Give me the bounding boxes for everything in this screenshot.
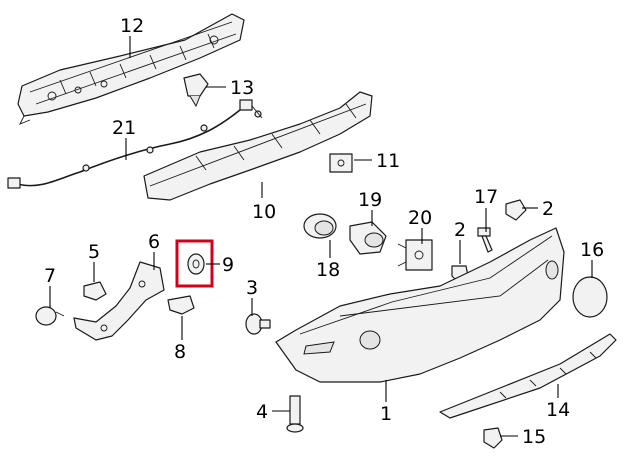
part-13-clip[interactable] (183, 73, 209, 108)
part-12-reinforcement[interactable] (17, 13, 245, 125)
part-19-sensor-retainer[interactable] (349, 221, 387, 255)
callout-19: 19 (358, 189, 382, 211)
part-20-bracket[interactable] (397, 239, 433, 271)
callout-16: 16 (580, 239, 604, 261)
part-3-push-pin[interactable] (245, 313, 271, 335)
callout-2-top: 2 (542, 198, 554, 220)
part-8-clip[interactable] (167, 295, 195, 315)
part-1-bumper-cover[interactable] (275, 227, 565, 383)
callout-20: 20 (408, 207, 432, 229)
callout-21: 21 (112, 117, 136, 139)
callout-10: 10 (252, 201, 276, 223)
callout-11: 11 (376, 150, 400, 172)
part-15-clip[interactable] (483, 427, 503, 449)
part-4-bolt[interactable] (286, 395, 304, 433)
callout-1: 1 (380, 403, 392, 425)
part-7-nut[interactable] (35, 306, 65, 326)
callout-4: 4 (256, 401, 268, 423)
callout-3: 3 (246, 277, 258, 299)
callout-13: 13 (230, 77, 254, 99)
part-6-bracket[interactable] (73, 261, 165, 341)
callout-9: 9 (222, 254, 234, 276)
callout-8: 8 (174, 341, 186, 363)
callout-14: 14 (546, 399, 570, 421)
callout-7: 7 (44, 265, 56, 287)
part-14-valance[interactable] (439, 333, 617, 419)
part-18-sensor[interactable] (303, 213, 337, 239)
callout-17: 17 (474, 186, 498, 208)
callout-12: 12 (120, 15, 144, 37)
part-21-wiring-harness[interactable] (7, 99, 263, 189)
part-17-bolt[interactable] (477, 227, 493, 253)
part-10-energy-absorber[interactable] (143, 91, 373, 201)
part-2-clip-top[interactable] (505, 199, 527, 221)
part-11-nut-clip[interactable] (329, 153, 353, 173)
leader-lines (49, 36, 593, 437)
part-5-clip[interactable] (83, 281, 107, 301)
callout-2-mid: 2 (454, 219, 466, 241)
callout-15: 15 (522, 426, 546, 448)
callout-labels: 12 13 21 11 10 19 17 2 20 2 16 18 5 6 9 … (44, 15, 604, 448)
callout-6: 6 (148, 231, 160, 253)
callout-5: 5 (88, 241, 100, 263)
callout-18: 18 (316, 259, 340, 281)
part-16-cover[interactable] (572, 276, 608, 318)
